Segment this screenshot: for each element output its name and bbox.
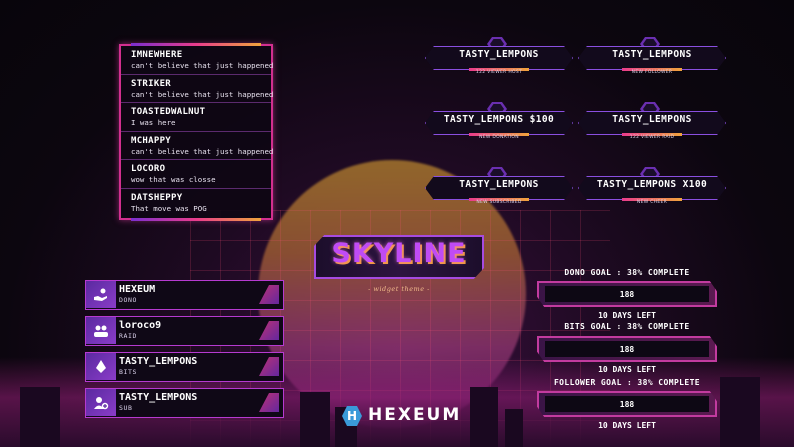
event-name: loroco9 xyxy=(119,320,162,331)
alert-box: TASTY_LEMPONS NEW FOLLOWER xyxy=(578,37,726,78)
chat-text: can't believe that just happened xyxy=(131,146,274,156)
event-item: HEXEUM DONO xyxy=(85,280,284,310)
event-name: HEXEUM xyxy=(119,284,156,295)
alert-underline xyxy=(622,198,682,201)
goal-bar: 188 xyxy=(537,281,717,307)
alert-title: TASTY_LEMPONS xyxy=(612,49,692,60)
event-name: TASTY_LEMPONS xyxy=(119,356,198,367)
chat-username: STRIKER xyxy=(131,78,172,89)
chat-username: TOASTEDWALNUT xyxy=(131,107,206,118)
alert-frame xyxy=(425,176,573,200)
event-decoration xyxy=(259,393,279,412)
goal-title: DONO GOAL : 38% COMPLETE xyxy=(564,268,690,277)
logo-subtitle: - widget theme - xyxy=(368,285,430,293)
chat-text: I was here xyxy=(131,118,176,128)
alert-box: TASTY_LEMPONS 122 VIEWER HOST xyxy=(425,37,573,78)
event-decoration xyxy=(259,285,279,304)
alert-box: TASTY_LEMPONS 122 VIEWER RAID xyxy=(578,102,726,143)
building xyxy=(20,387,60,447)
chat-text: can't believe that just happened xyxy=(131,89,274,99)
chat-text: can't believe that just happened xyxy=(131,61,274,70)
alert-subtitle: NEW CHEER xyxy=(636,200,668,205)
event-type: BITS xyxy=(119,368,138,376)
goal-title: BITS GOAL : 38% COMPLETE xyxy=(564,322,690,331)
bits-gem-icon xyxy=(86,353,116,380)
alert-frame xyxy=(425,46,573,70)
chat-message: DATSHEPPY That move was POG xyxy=(121,189,271,218)
alert-underline xyxy=(469,68,529,71)
chat-username: DATSHEPPY xyxy=(131,192,183,203)
chat-message: STRIKER can't believe that just happened xyxy=(121,75,274,104)
alert-underline xyxy=(622,68,682,71)
group-icon xyxy=(86,317,116,344)
goal-value-box: 188 xyxy=(545,286,709,302)
event-item: TASTY_LEMPONS BITS xyxy=(85,352,284,382)
goal-remaining: 10 DAYS LEFT xyxy=(598,421,656,430)
goal-value: 188 xyxy=(619,344,635,354)
chat-message: IMNEWHERE can't believe that just happen… xyxy=(121,46,274,75)
alert-frame xyxy=(578,176,726,200)
chat-message: TOASTEDWALNUT I was here xyxy=(121,103,271,132)
alert-underline xyxy=(622,133,682,136)
alert-subtitle: NEW DONATION xyxy=(479,135,519,140)
alert-title: TASTY_LEMPONS X100 xyxy=(596,179,708,190)
alert-subtitle: 122 VIEWER HOST xyxy=(475,70,523,75)
brand-name: HEXEUM xyxy=(368,405,462,425)
alert-title: TASTY_LEMPONS xyxy=(459,49,539,60)
alert-subtitle: NEW FOLLOWER xyxy=(631,70,673,75)
chat-text: wow that was closse xyxy=(131,175,216,185)
alert-frame xyxy=(578,111,726,135)
alert-frame xyxy=(425,111,573,135)
chat-message: LOCORO wow that was closse xyxy=(121,160,271,189)
event-item: loroco9 RAID xyxy=(85,316,284,346)
alert-title: TASTY_LEMPONS $100 xyxy=(443,114,555,125)
alert-box: TASTY_LEMPONS NEW SUBSCRIBED xyxy=(425,167,573,208)
goal-remaining: 10 DAYS LEFT xyxy=(598,365,656,374)
chat-message: MCHAPPY can't believe that just happened xyxy=(121,132,274,161)
hexeum-logo-icon: H xyxy=(342,406,362,426)
event-decoration xyxy=(259,357,279,376)
goal-value-box: 188 xyxy=(545,396,709,412)
goal-value-box: 188 xyxy=(545,341,709,357)
alert-title: TASTY_LEMPONS xyxy=(459,179,539,190)
goal-bar: 188 xyxy=(537,391,717,417)
chat-text: That move was POG xyxy=(131,203,207,213)
goal-bar: 188 xyxy=(537,336,717,362)
goal-remaining: 10 DAYS LEFT xyxy=(598,311,656,320)
hand-coin-icon xyxy=(86,281,116,308)
event-type: RAID xyxy=(119,332,138,340)
alert-title: TASTY_LEMPONS xyxy=(612,114,692,125)
building xyxy=(505,409,523,447)
event-item: TASTY_LEMPONS SUB xyxy=(85,388,284,418)
event-decoration xyxy=(259,321,279,340)
chat-username: LOCORO xyxy=(131,164,166,175)
goal-title: FOLLOWER GOAL : 38% COMPLETE xyxy=(553,378,701,387)
chat-username: MCHAPPY xyxy=(131,135,172,146)
user-plus-icon xyxy=(86,389,116,416)
chat-box: IMNEWHERE can't believe that just happen… xyxy=(119,43,274,221)
alert-underline xyxy=(469,198,529,201)
logo-title: SKYLINE xyxy=(331,238,467,269)
event-type: SUB xyxy=(119,404,133,412)
alert-frame xyxy=(578,46,726,70)
goal-value: 188 xyxy=(619,289,635,299)
building xyxy=(470,387,498,447)
brand-icon-letter: H xyxy=(346,409,358,423)
logo-panel xyxy=(314,235,484,279)
alert-box: TASTY_LEMPONS $100 NEW DONATION xyxy=(425,102,573,143)
event-type: DONO xyxy=(119,296,138,304)
alert-box: TASTY_LEMPONS X100 NEW CHEER xyxy=(578,167,726,208)
alert-subtitle: 122 VIEWER RAID xyxy=(629,135,675,140)
alert-subtitle: NEW SUBSCRIBED xyxy=(476,200,522,205)
alert-underline xyxy=(469,133,529,136)
chat-username: IMNEWHERE xyxy=(131,50,183,60)
goal-value: 188 xyxy=(619,399,635,409)
building xyxy=(300,392,330,447)
event-name: TASTY_LEMPONS xyxy=(119,392,198,403)
building xyxy=(720,377,760,447)
